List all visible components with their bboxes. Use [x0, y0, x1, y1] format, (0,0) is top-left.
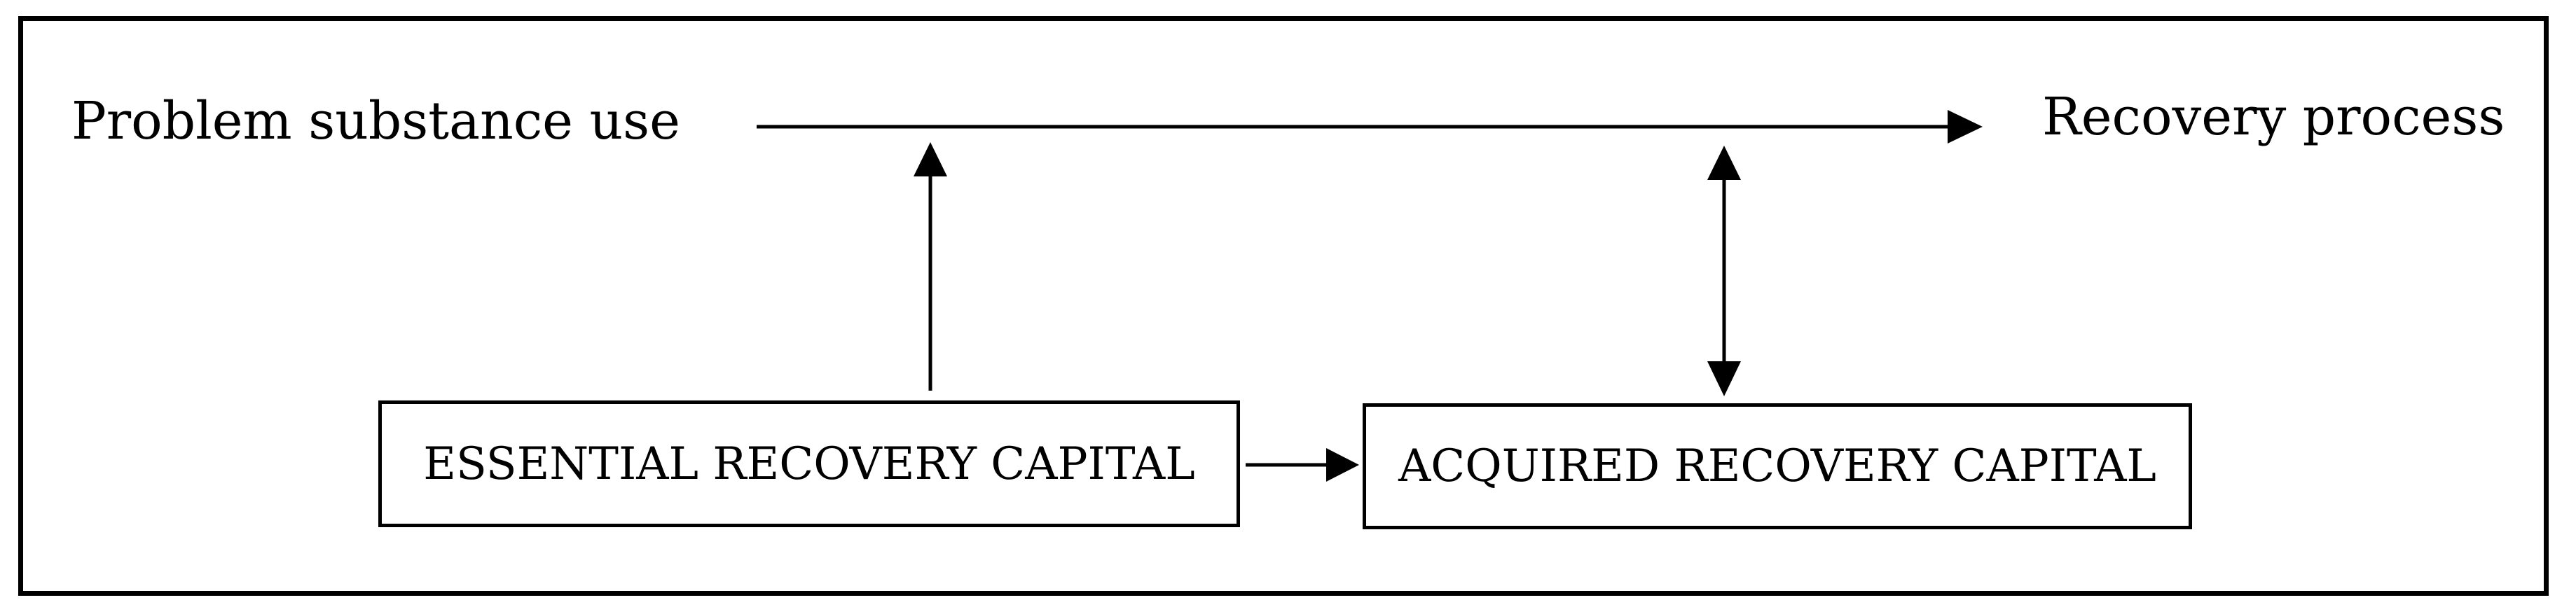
process-arrow-head — [1948, 110, 1983, 144]
essential-recovery-capital-box: ESSENTIAL RECOVERY CAPITAL — [378, 400, 1240, 527]
acquired-process-link-bottom-head — [1707, 361, 1741, 396]
acquired-process-link-top-head — [1707, 146, 1741, 180]
acquired-recovery-capital-label: ACQUIRED RECOVERY CAPITAL — [1398, 440, 2156, 492]
essential-to-process-head — [914, 142, 947, 176]
recovery-process-label: Recovery process — [2042, 87, 2505, 147]
essential-recovery-capital-label: ESSENTIAL RECOVERY CAPITAL — [423, 438, 1195, 490]
diagram-frame — [18, 16, 2549, 596]
problem-substance-use-label: Problem substance use — [71, 91, 680, 151]
acquired-recovery-capital-box: ACQUIRED RECOVERY CAPITAL — [1363, 403, 2192, 529]
essential-to-acquired-head — [1326, 448, 1359, 482]
